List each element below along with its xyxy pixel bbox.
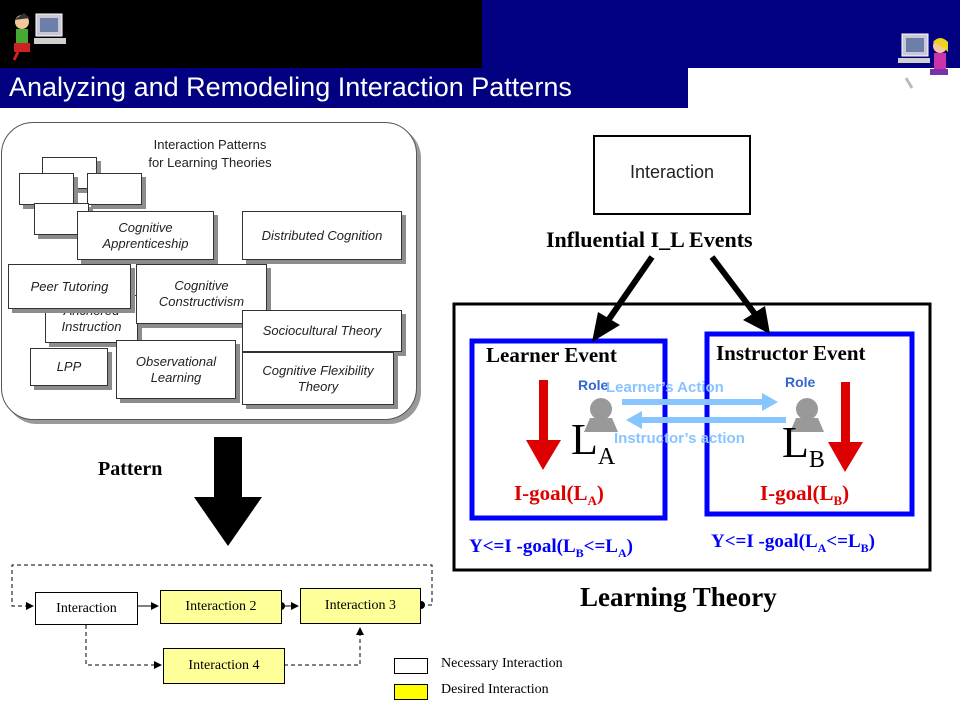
flow-interaction-1: Interaction (35, 592, 138, 625)
pattern-cognitive-flexibility-theory: Cognitive Flexibility Theory (242, 352, 394, 405)
legend-necessary-swatch (394, 658, 428, 674)
y-a-mid: <=L (583, 536, 618, 557)
igoal-b-label: I-goal(LB) (760, 481, 849, 509)
lb-main: L (782, 418, 809, 467)
arrow-to-instructor-shaft (709, 255, 758, 316)
lb-sub: B (808, 446, 825, 473)
panel-title-line2: for Learning Theories (148, 155, 272, 170)
interaction-box: Interaction (629, 162, 715, 182)
y-b-sub2: B (860, 540, 869, 555)
role-b-label: Role (785, 374, 816, 390)
legend-desired-swatch (394, 684, 428, 700)
instructor-event-label: Instructor Event (716, 341, 866, 365)
igoal-a-pre: I-goal(L (514, 481, 588, 505)
flow-interaction-2: Interaction 2 (160, 590, 282, 624)
la-main: L (571, 415, 598, 464)
y-a-pre: Y<=I -goal(L (469, 536, 576, 557)
flow-dashed-4-3 (284, 627, 364, 666)
red-arrow-b-head (828, 442, 863, 472)
header-band-right (482, 0, 960, 68)
header-band-left (0, 0, 482, 68)
panel-title: Interaction Patterns for Learning Theori… (110, 136, 310, 172)
learners-action-label: Learner’s Action (606, 379, 724, 396)
influential-events-label: Influential I_L Events (546, 227, 753, 252)
blank-pattern-box (87, 173, 142, 205)
pattern-distributed-cognition: Distributed Cognition (242, 211, 402, 260)
teacher-computer-icon (898, 33, 948, 89)
role-b-figure (790, 398, 824, 432)
igoal-b-post: ) (842, 481, 850, 505)
igoal-a-label: I-goal(LA) (514, 481, 604, 509)
flow-dashed-1-4 (85, 625, 162, 669)
title-bar (0, 68, 688, 108)
red-arrow-b-shaft (841, 382, 850, 444)
red-arrow-a-shaft (539, 380, 548, 442)
student-computer-icon (12, 13, 66, 61)
y-condition-b: Y<=I -goal(LA<=LB) (711, 531, 875, 556)
role-a-label: Role (578, 377, 609, 393)
pattern-lpp: LPP (30, 348, 108, 386)
interaction-box-frame (593, 135, 751, 215)
pattern-peer-tutoring: Peer Tutoring (8, 264, 131, 309)
instructors-action-label: Instructor’s action (614, 430, 745, 447)
flow-interaction-3: Interaction 3 (300, 588, 421, 624)
igoal-a-post: ) (596, 481, 604, 505)
lb-symbol: LB (782, 417, 825, 474)
pattern-cognitive-apprenticeship: Cognitive Apprenticeship (77, 211, 214, 260)
y-condition-a: Y<=I -goal(LB<=LA) (469, 536, 633, 561)
pattern-label: Pattern (98, 458, 163, 480)
la-symbol: LA (571, 414, 615, 471)
pattern-down-arrow (194, 437, 262, 546)
learners-action-arrow-head (762, 393, 778, 411)
role-a-figure (584, 398, 618, 432)
pattern-sociocultural-theory: Sociocultural Theory (242, 310, 402, 352)
y-b-pre: Y<=I -goal(L (711, 531, 818, 552)
y-a-sub1: B (575, 545, 584, 560)
legend-desired-label: Desired Interaction (441, 682, 549, 697)
instructors-action-arrow-head (626, 411, 642, 429)
learning-theory-label: Learning Theory (580, 582, 777, 612)
y-b-mid: <=L (826, 531, 861, 552)
igoal-b-pre: I-goal(L (760, 481, 834, 505)
learner-event-label: Learner Event (486, 343, 617, 367)
arrow-to-instructor-head (743, 306, 770, 334)
panel-title-line1: Interaction Patterns (153, 137, 267, 152)
learner-event-frame (469, 338, 668, 521)
igoal-b-sub: B (833, 493, 843, 509)
arrow-to-learner-head (592, 312, 620, 342)
y-b-post: ) (868, 531, 875, 552)
learning-theory-frame (452, 302, 932, 572)
arrow-to-learner-shaft (604, 255, 655, 324)
page-title: Analyzing and Remodeling Interaction Pat… (9, 72, 572, 102)
flow-loop-dashed (11, 564, 433, 610)
y-a-sub2: A (617, 545, 627, 560)
y-b-sub1: A (817, 540, 827, 555)
red-arrow-a-head (526, 440, 561, 470)
y-a-post: ) (626, 536, 633, 557)
flow-interaction-4: Interaction 4 (163, 648, 285, 684)
legend-necessary-label: Necessary Interaction (441, 656, 563, 671)
instructor-event-frame (704, 331, 915, 517)
pattern-observational-learning: Observational Learning (116, 340, 236, 399)
la-sub: A (597, 443, 616, 470)
igoal-a-sub: A (587, 493, 597, 509)
